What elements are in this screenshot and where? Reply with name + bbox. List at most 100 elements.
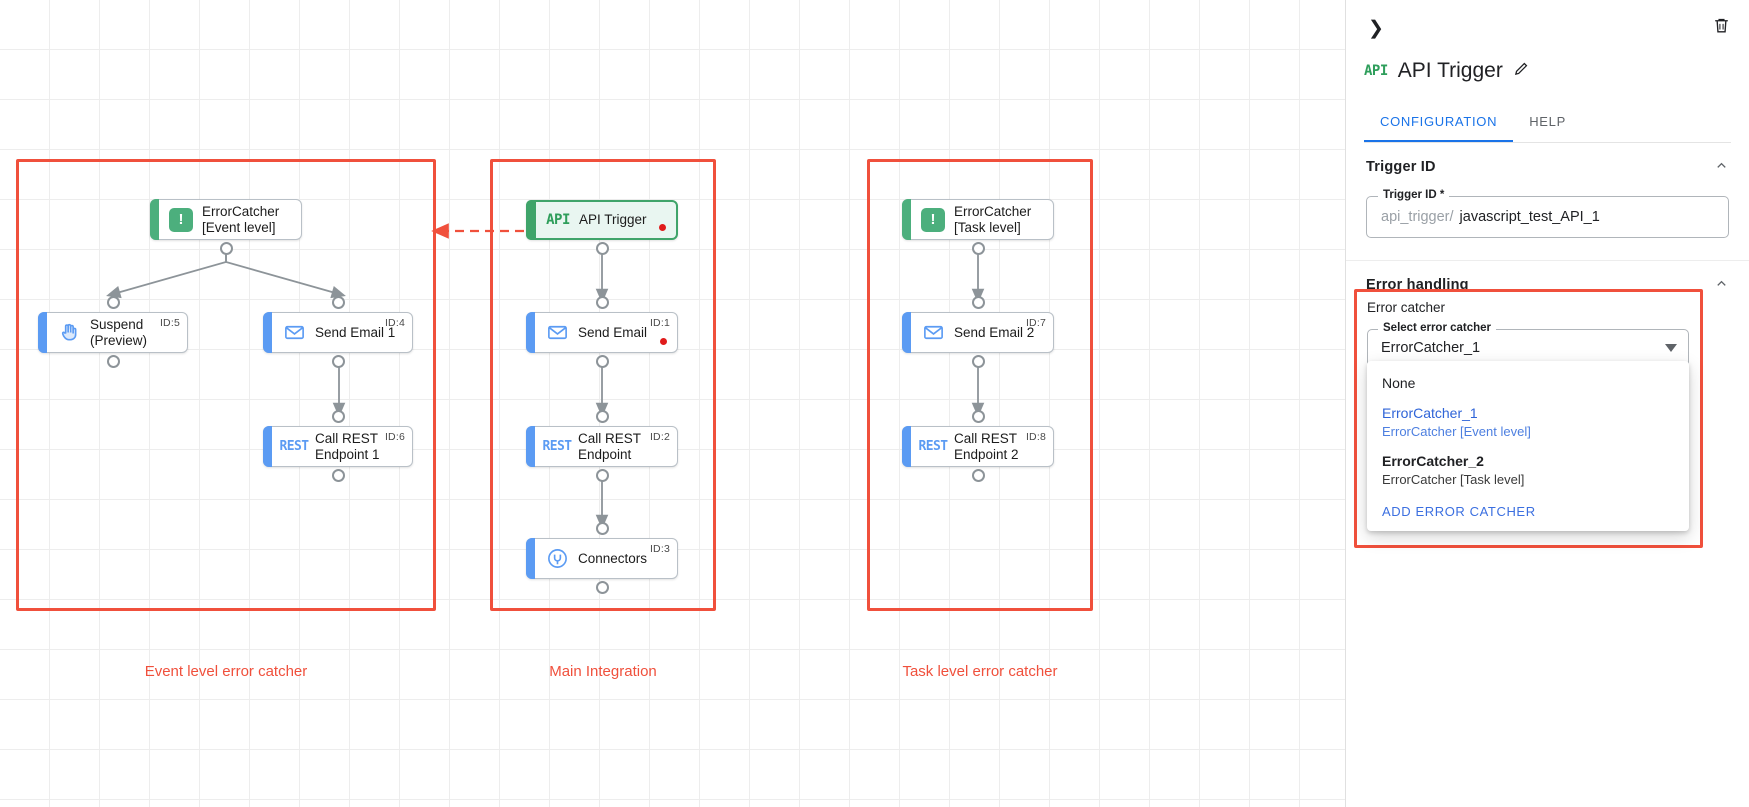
- envelope-icon: [923, 325, 943, 340]
- flow-node-ec-event[interactable]: !ErrorCatcher [Event level]: [150, 199, 302, 240]
- select-error-catcher[interactable]: Select error catcher ErrorCatcher_1: [1367, 322, 1689, 367]
- trigger-id-field[interactable]: Trigger ID * api_trigger/ javascript_tes…: [1366, 189, 1729, 238]
- node-output-port[interactable]: [971, 469, 985, 482]
- node-input-port[interactable]: [595, 410, 609, 423]
- rest-icon: REST: [279, 439, 310, 454]
- chevron-down-icon[interactable]: [1665, 339, 1677, 357]
- flow-canvas[interactable]: Event level error catcher Main Integratio…: [0, 0, 1345, 807]
- panel-tabs[interactable]: CONFIGURATION HELP: [1364, 105, 1731, 143]
- node-title: Send Email 1: [315, 324, 396, 340]
- node-input-port[interactable]: [331, 410, 345, 423]
- node-accent-bar: [263, 312, 272, 353]
- node-title: API Trigger: [579, 212, 647, 228]
- node-input-port[interactable]: [331, 296, 345, 309]
- node-output-port[interactable]: [971, 242, 985, 255]
- group-label: Main Integration: [549, 663, 657, 680]
- hand-suspend-icon: [61, 323, 76, 341]
- menu-item-none[interactable]: None: [1367, 368, 1689, 398]
- node-title: Send Email: [578, 324, 648, 340]
- node-id-label: ID:6: [384, 431, 405, 443]
- node-id-label: ID:4: [384, 317, 405, 329]
- node-output-port[interactable]: [331, 469, 345, 482]
- error-catcher-highlight: [1354, 289, 1703, 548]
- node-input-port[interactable]: [595, 522, 609, 535]
- error-catcher-label: Error catcher: [1367, 300, 1446, 315]
- node-title: Call REST Endpoint 2: [954, 430, 1019, 462]
- node-accent-bar: [526, 200, 536, 240]
- node-error-indicator: [659, 224, 666, 231]
- properties-panel: ❯ API API Trigger CONFIGURA: [1345, 0, 1749, 807]
- page-title: API Trigger: [1397, 59, 1503, 82]
- node-output-port[interactable]: [106, 355, 120, 368]
- flow-node-rest-1[interactable]: REST Call REST Endpoint 1 ID:6: [263, 426, 413, 467]
- flow-node-rest-2[interactable]: REST Call REST Endpoint 2 ID:8: [902, 426, 1054, 467]
- node-icon-wrap: REST: [273, 439, 315, 454]
- node-id-label: ID:5: [159, 317, 180, 329]
- node-accent-bar: [526, 312, 535, 353]
- node-icon-wrap: [536, 321, 578, 344]
- tab-help[interactable]: HELP: [1529, 114, 1566, 129]
- node-title: Connectors: [578, 550, 648, 566]
- group-box: [867, 159, 1093, 611]
- node-output-port[interactable]: [595, 469, 609, 482]
- group-label: Task level error catcher: [902, 663, 1058, 680]
- node-title: ErrorCatcher [Event level]: [202, 203, 280, 235]
- node-accent-bar: [902, 426, 911, 467]
- error-catcher-icon: !: [921, 207, 945, 232]
- rest-icon: REST: [542, 439, 573, 454]
- node-output-port[interactable]: [595, 242, 609, 255]
- pencil-icon[interactable]: [1513, 60, 1530, 82]
- section-trigger-id-header[interactable]: Trigger ID: [1346, 143, 1749, 190]
- node-icon-wrap: !: [160, 207, 202, 232]
- node-accent-bar: [526, 426, 535, 467]
- node-input-port[interactable]: [595, 296, 609, 309]
- tab-configuration[interactable]: CONFIGURATION: [1364, 105, 1514, 142]
- node-accent-bar: [902, 312, 911, 353]
- group-label: Event level error catcher: [144, 663, 308, 680]
- add-error-catcher-button[interactable]: ADD ERROR CATCHER: [1382, 503, 1536, 519]
- node-id-label: ID:8: [1025, 431, 1046, 443]
- trigger-id-value[interactable]: javascript_test_API_1: [1459, 209, 1600, 225]
- flow-node-rest-main[interactable]: REST Call REST Endpoint ID:2: [526, 426, 678, 467]
- flow-node-ec-task[interactable]: !ErrorCatcher [Task level]: [902, 199, 1054, 240]
- node-input-port[interactable]: [971, 296, 985, 309]
- node-input-port[interactable]: [106, 296, 120, 309]
- trash-icon[interactable]: [1712, 16, 1731, 40]
- section-trigger-id: Trigger ID Trigger ID * api_trigger/ jav…: [1346, 143, 1749, 261]
- node-icon-wrap: [536, 547, 578, 570]
- node-title: Call REST Endpoint: [578, 430, 642, 462]
- node-error-indicator: [660, 338, 667, 345]
- node-accent-bar: [526, 538, 535, 579]
- node-output-port[interactable]: [595, 355, 609, 368]
- node-accent-bar: [150, 199, 159, 240]
- node-output-port[interactable]: [219, 242, 233, 255]
- node-accent-bar: [902, 199, 911, 240]
- node-output-port[interactable]: [331, 355, 345, 368]
- node-title: Suspend (Preview): [90, 316, 148, 348]
- trigger-id-prefix: api_trigger/: [1381, 209, 1454, 225]
- node-id-label: ID:1: [649, 317, 670, 329]
- rest-icon: REST: [918, 439, 949, 454]
- node-id-label: ID:2: [649, 431, 670, 443]
- node-input-port[interactable]: [971, 410, 985, 423]
- select-error-catcher-value: ErrorCatcher_1: [1381, 340, 1481, 356]
- menu-item-label: ErrorCatcher_2: [1382, 453, 1484, 470]
- node-title: Call REST Endpoint 1: [315, 430, 380, 462]
- node-output-port[interactable]: [971, 355, 985, 368]
- chevron-up-icon[interactable]: [1714, 276, 1729, 294]
- node-accent-bar: [38, 312, 47, 353]
- node-accent-bar: [263, 426, 272, 467]
- chevron-up-icon[interactable]: [1714, 158, 1729, 176]
- flow-node-suspend[interactable]: Suspend (Preview) ID:5: [38, 312, 188, 353]
- chevron-right-icon[interactable]: ❯: [1368, 17, 1384, 39]
- envelope-icon: [547, 325, 567, 340]
- node-output-port[interactable]: [595, 581, 609, 594]
